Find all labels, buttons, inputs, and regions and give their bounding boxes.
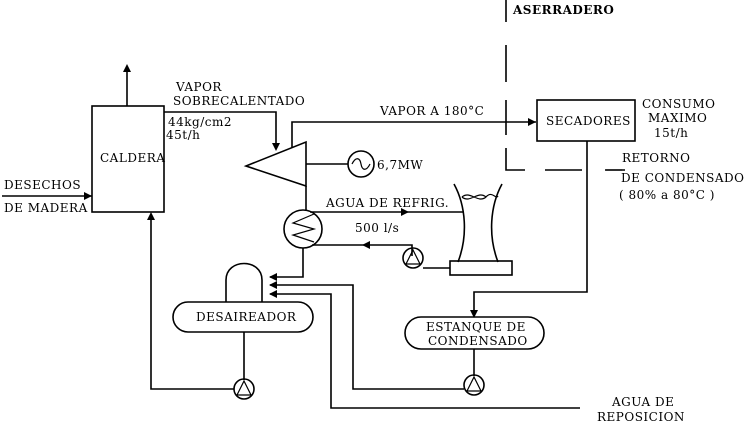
exhaust-arrow-icon [123,64,131,72]
steam-label-1: VAPOR [175,80,222,94]
zone-label-aserradero: ASERRADERO [512,3,614,17]
cooling-tower-basin [449,260,513,276]
fuel-label-2: DE MADERA [4,201,88,215]
boiler-box [91,105,165,213]
steam-label-2: SOBRECALENTADO [173,94,305,108]
feedwater-pump-triangle [236,379,252,396]
cooling-tower-fan-icon [461,193,499,200]
pressure-label: 44kg/cm2 [168,115,232,129]
generator-wave-icon [351,158,371,170]
condensate-arrow-icon [470,310,478,318]
deaerator-tank [172,301,314,333]
deaerator-label: DESAIREADOR [196,310,297,324]
cooling-return-arrow-icon [362,241,370,249]
feedwater-line [150,220,234,390]
deaerator-inlet-arrow-1 [269,273,277,281]
boiler-label: CALDERA [100,151,165,165]
fuel-label-1: DESECHOS [4,178,81,192]
condensate-return-line [473,141,588,314]
condenser-to-deaerator-line [270,248,304,278]
return-label-2: DE CONDENSADO [621,171,744,185]
consumption-label-3: 15t/h [654,126,688,140]
cooling-pump-icon [402,247,424,269]
dryers-box [536,99,636,142]
makeup-water-line [270,293,580,409]
return-label-3: ( 80% a 80°C ) [619,188,715,202]
condensate-pump-icon [463,374,485,396]
consumption-label-2: MAXIMO [648,111,707,125]
feedwater-arrow-icon [147,212,155,220]
tank-label-2: CONDENSADO [428,334,528,348]
cooling-tower-left [453,183,466,263]
dryers-label: SECADORES [546,114,631,128]
plant-boundary-line [505,0,625,171]
generator-icon [347,150,375,178]
condenser-coil-icon [290,213,317,243]
condensate-pump-triangle [466,375,482,392]
cooling-water-return-line [312,244,413,256]
power-label: 6,7MW [377,158,423,172]
steam-180-label: VAPOR A 180°C [379,104,484,118]
cooling-tower-right [490,183,503,263]
steam-arrow-icon [272,143,280,151]
fuel-arrow-icon [84,192,92,200]
condensate-to-deaerator-line [270,284,464,390]
dryers-arrow-icon [528,118,536,126]
steam-flow-label: 45t/h [166,128,200,142]
consumption-label-1: CONSUMO [642,97,715,111]
deaerator-inlet-arrow-3 [269,290,277,298]
cooling-water-label: AGUA DE REFRIG. [325,196,449,210]
deaerator-inlet-arrow-2 [269,281,277,289]
cooling-pump-triangle [405,248,421,265]
superheated-steam-line [164,111,277,148]
cooling-out-arrow-icon [401,208,409,216]
cooling-flow-label: 500 l/s [355,221,399,235]
return-label-1: RETORNO [622,151,691,165]
makeup-label-2: REPOSICION [597,410,685,424]
makeup-label-1: AGUA DE [611,395,674,409]
tank-label-1: ESTANQUE DE [426,320,526,334]
deaerator-dome [225,262,263,302]
steam-180-line [291,121,536,148]
condenser-icon [283,209,323,249]
